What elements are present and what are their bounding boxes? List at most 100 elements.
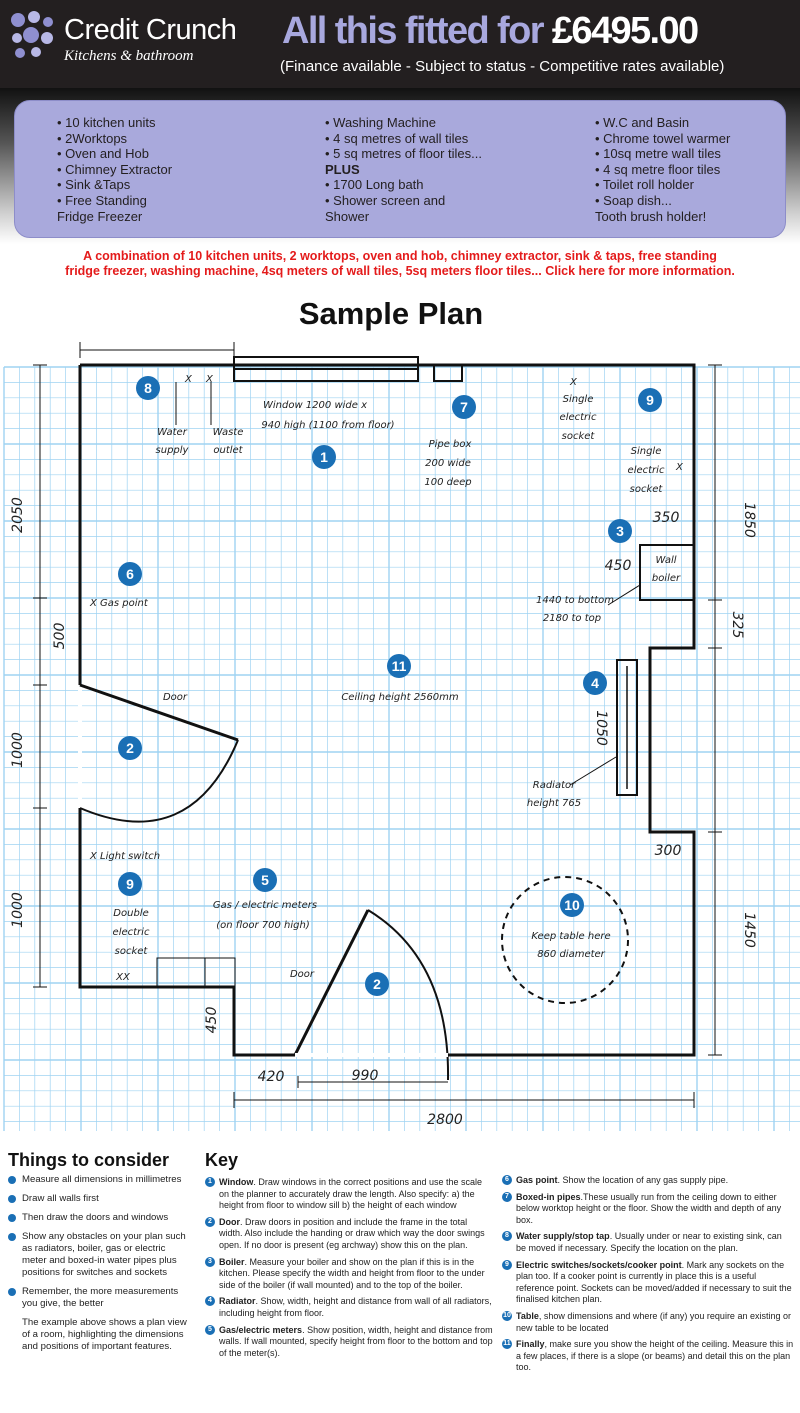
key-item-title: Boxed-in pipes bbox=[516, 1191, 581, 1202]
key-item-title: Door bbox=[219, 1216, 240, 1227]
svg-text:Radiator: Radiator bbox=[533, 780, 576, 791]
svg-text:1450: 1450 bbox=[741, 912, 757, 948]
svg-text:7: 7 bbox=[460, 399, 468, 415]
radiator bbox=[616, 659, 638, 796]
plan-marker-4: 4 bbox=[583, 671, 607, 695]
plan-marker-9: 9 bbox=[638, 388, 662, 412]
svg-text:X: X bbox=[675, 462, 684, 473]
key-item-text: . Show the location of any gas supply pi… bbox=[557, 1175, 729, 1185]
svg-text:2: 2 bbox=[126, 740, 134, 756]
svg-text:Keep table here: Keep table here bbox=[531, 931, 610, 942]
package-item: • Chimney Extractor bbox=[57, 161, 173, 177]
key-number-icon: 9 bbox=[502, 1259, 512, 1270]
key-number-icon: 2 bbox=[205, 1216, 215, 1227]
table-circle bbox=[501, 876, 629, 1004]
plan-marker-8: 8 bbox=[136, 376, 160, 400]
things-item: Then draw the doors and windows bbox=[8, 1212, 188, 1224]
svg-text:8: 8 bbox=[144, 380, 152, 396]
svg-text:boiler: boiler bbox=[652, 573, 681, 584]
package-column-bathroom: • W.C and Basin• Chrome towel warmer• 10… bbox=[595, 115, 730, 224]
wall-boiler bbox=[639, 544, 695, 601]
headline: All this fitted for £6495.00 bbox=[282, 10, 699, 52]
key-item-text: . Mark any sockets on the plan too. If a… bbox=[516, 1259, 792, 1305]
svg-text:11: 11 bbox=[392, 658, 407, 674]
svg-text:2: 2 bbox=[373, 976, 381, 992]
svg-text:420: 420 bbox=[258, 1069, 285, 1085]
svg-text:2800: 2800 bbox=[427, 1112, 463, 1128]
svg-text:X: X bbox=[569, 377, 578, 388]
svg-text:(on floor 700 high): (on floor 700 high) bbox=[216, 920, 310, 931]
package-item: • W.C and Basin bbox=[595, 115, 690, 130]
plan-title: Sample Plan bbox=[298, 296, 484, 331]
svg-text:990: 990 bbox=[352, 1068, 379, 1084]
package-item: • Free Standing bbox=[57, 192, 147, 208]
svg-text:Water: Water bbox=[157, 427, 188, 438]
promo-link[interactable]: A combination of 10 kitchen units, 2 wor… bbox=[0, 249, 800, 279]
package-item: PLUS bbox=[325, 161, 360, 177]
key-heading: Key bbox=[205, 1150, 239, 1170]
svg-text:200 wide: 200 wide bbox=[425, 458, 471, 469]
key-number-icon: 7 bbox=[502, 1191, 512, 1202]
svg-text:100 deep: 100 deep bbox=[424, 477, 471, 488]
svg-text:860 diameter: 860 diameter bbox=[537, 949, 605, 960]
finance-note: (Finance available - Subject to status -… bbox=[280, 58, 725, 75]
package-item: • Washing Machine bbox=[325, 115, 437, 130]
package-item: • Toilet roll holder bbox=[595, 177, 694, 193]
header-banner: Credit Crunch Kitchens & bathroom All th… bbox=[0, 0, 800, 88]
svg-text:Ceiling height 2560mm: Ceiling height 2560mm bbox=[341, 692, 459, 703]
key-item-title: Electric switches/sockets/cooker point bbox=[516, 1259, 682, 1270]
svg-text:2180 to top: 2180 to top bbox=[543, 613, 601, 624]
svg-text:XX: XX bbox=[115, 972, 131, 983]
key-item-9: 9 Electric switches/sockets/cooker point.… bbox=[502, 1259, 794, 1306]
svg-text:6: 6 bbox=[126, 566, 134, 582]
svg-text:Pipe box: Pipe box bbox=[429, 439, 472, 450]
svg-text:940 high (1100 from floor): 940 high (1100 from floor) bbox=[261, 420, 394, 431]
key-item-title: Table bbox=[516, 1310, 539, 1321]
svg-text:500: 500 bbox=[52, 623, 68, 650]
dimension-lines bbox=[33, 342, 722, 1108]
package-column-extras: • Washing Machine• 4 sq metres of wall t… bbox=[325, 115, 482, 224]
svg-text:X Light switch: X Light switch bbox=[89, 851, 160, 862]
key-item-2: 2 Door. Draw doors in position and includ… bbox=[205, 1216, 493, 1252]
package-item: • Sink &Taps bbox=[57, 177, 131, 193]
price: £6495.00 bbox=[551, 10, 699, 52]
promo-line-1[interactable]: A combination of 10 kitchen units, 2 wor… bbox=[83, 249, 717, 263]
package-panel[interactable]: • 10 kitchen units• 2Worktops• Oven and … bbox=[14, 100, 786, 238]
svg-text:socket: socket bbox=[115, 946, 149, 957]
key-item-text: . Draw doors in position and include the… bbox=[219, 1216, 485, 1250]
package-item: • 4 sq metre floor tiles bbox=[595, 161, 721, 177]
svg-text:Wall: Wall bbox=[655, 555, 676, 566]
plan-marker-7: 7 bbox=[452, 395, 476, 419]
svg-text:X: X bbox=[205, 374, 214, 385]
package-item: • Shower screen and bbox=[325, 192, 446, 208]
svg-text:Single: Single bbox=[563, 394, 594, 405]
svg-text:1000: 1000 bbox=[10, 732, 26, 768]
key-item-text: . Draw windows in the correct positions … bbox=[219, 1177, 483, 1211]
svg-text:Double: Double bbox=[113, 908, 148, 919]
svg-text:outlet: outlet bbox=[213, 445, 243, 456]
key-number-icon: 6 bbox=[502, 1175, 512, 1185]
promo-line-2[interactable]: fridge freezer, washing machine, 4sq met… bbox=[65, 264, 735, 278]
key-item-text: , make sure you show the height of the c… bbox=[516, 1339, 794, 1373]
key-item-text: . Show, width, height and distance from … bbox=[219, 1296, 492, 1318]
things-item: Remember, the more measurements you give… bbox=[8, 1286, 188, 1310]
plan-marker-1: 1 bbox=[312, 445, 336, 469]
svg-text:9: 9 bbox=[646, 392, 654, 408]
things-item: Draw all walls first bbox=[8, 1193, 188, 1205]
package-item: • 2Worktops bbox=[57, 130, 128, 146]
svg-text:450: 450 bbox=[204, 1007, 220, 1034]
svg-text:Window 1200 wide x: Window 1200 wide x bbox=[263, 400, 367, 411]
key-item-text: , show dimensions and where (if any) you… bbox=[516, 1310, 791, 1333]
svg-text:9: 9 bbox=[126, 876, 134, 892]
package-item: • Soap dish... bbox=[595, 192, 672, 208]
key-number-icon: 8 bbox=[502, 1231, 512, 1242]
svg-text:supply: supply bbox=[156, 445, 190, 456]
things-heading: Things to consider bbox=[8, 1150, 170, 1170]
package-item: • 4 sq metres of wall tiles bbox=[325, 130, 469, 146]
package-column-kitchen: • 10 kitchen units• 2Worktops• Oven and … bbox=[57, 115, 172, 224]
